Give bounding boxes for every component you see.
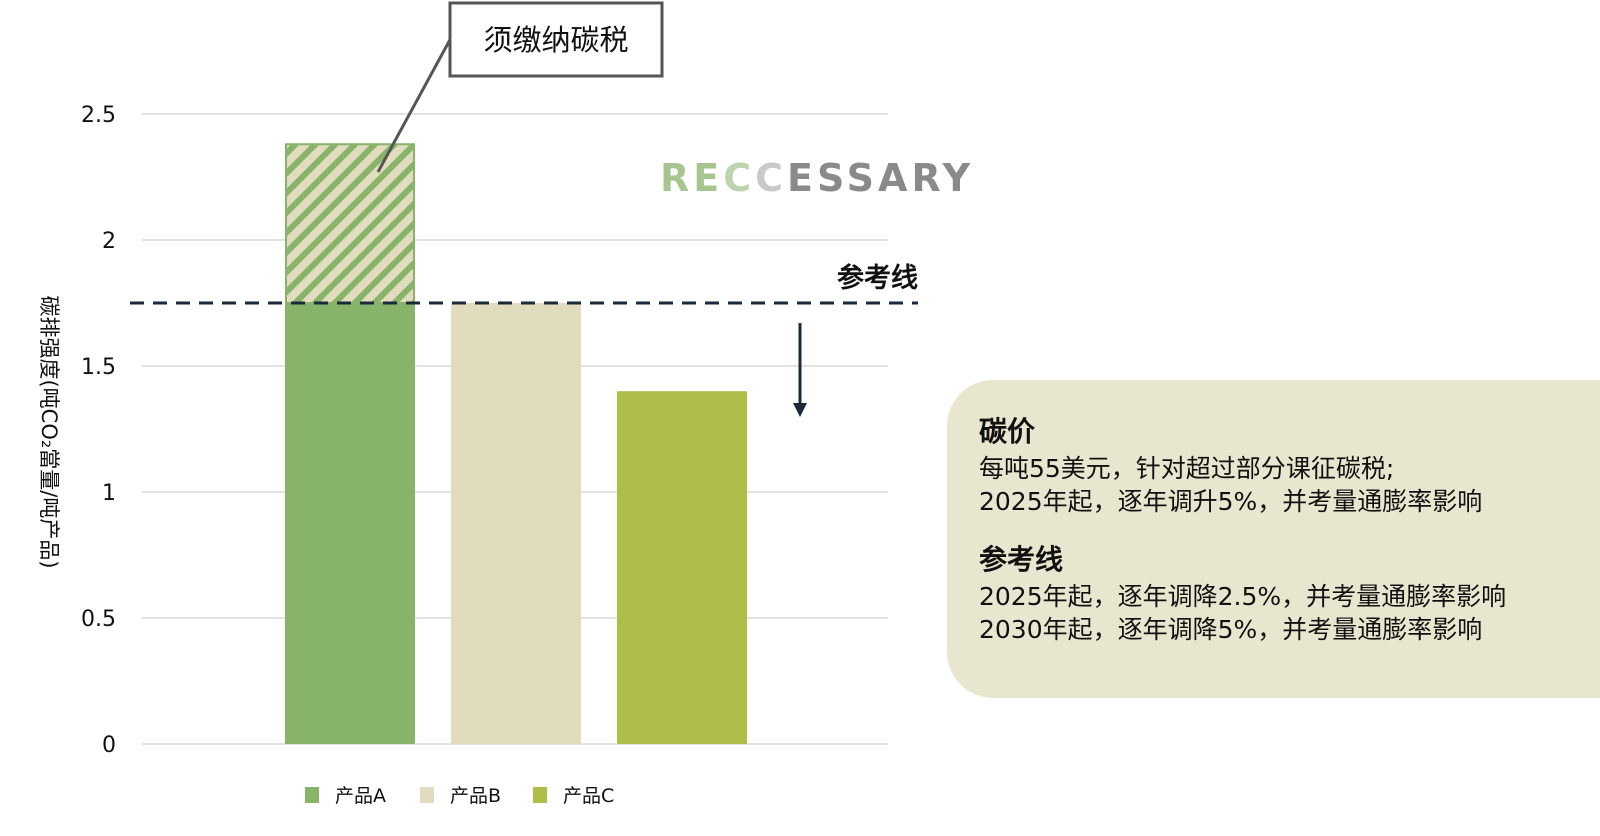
y-tick-label: 0.5 bbox=[81, 607, 116, 632]
info-section-title: 碳价 bbox=[979, 415, 1036, 448]
legend: 产品A 产品B 产品C bbox=[305, 785, 614, 807]
info-line: 2025年起，逐年调降2.5%，并考量通膨率影响 bbox=[979, 582, 1507, 611]
bar-3 bbox=[617, 391, 747, 744]
y-tick-label: 1.5 bbox=[81, 355, 116, 380]
legend-label: 产品B bbox=[450, 785, 501, 807]
callout-box bbox=[448, 1, 664, 78]
bar-excess-hatched bbox=[285, 143, 415, 304]
down-arrow-icon bbox=[793, 403, 807, 417]
callout-leader-line bbox=[376, 35, 454, 173]
info-panel: 碳价 每吨55美元，针对超过部分课征碳税; 2025年起，逐年调升5%，并考量通… bbox=[947, 380, 1600, 698]
info-section-reference-line: 参考线 2025年起，逐年调降2.5%，并考量通膨率影响 2030年起，逐年调降… bbox=[979, 540, 1580, 646]
bar-1 bbox=[285, 303, 415, 744]
tax-callout: 须缴纳碳税 bbox=[376, 1, 664, 173]
callout-text: 须缴纳碳税 bbox=[483, 23, 628, 57]
bars-layer bbox=[285, 143, 747, 744]
legend-swatch bbox=[305, 787, 319, 803]
info-section-carbon-price: 碳价 每吨55美元，针对超过部分课征碳税; 2025年起，逐年调升5%，并考量通… bbox=[979, 412, 1580, 518]
legend-swatch bbox=[420, 787, 434, 803]
y-tick-labels: 0 0.5 1 1.5 2 2.5 bbox=[81, 103, 116, 758]
y-tick-label: 2.5 bbox=[81, 103, 116, 128]
watermark-logo: RECCESSARY bbox=[660, 156, 974, 200]
legend-label: 产品C bbox=[563, 785, 614, 807]
info-section-title: 参考线 bbox=[979, 543, 1064, 576]
info-line: 2030年起，逐年调降5%，并考量通膨率影响 bbox=[979, 615, 1483, 644]
reference-line-label: 参考线 bbox=[837, 262, 918, 294]
info-line: 2025年起，逐年调升5%，并考量通膨率影响 bbox=[979, 487, 1483, 516]
legend-swatch bbox=[533, 787, 547, 803]
bar-2 bbox=[451, 303, 581, 744]
y-tick-label: 0 bbox=[102, 733, 116, 758]
y-tick-label: 2 bbox=[102, 229, 116, 254]
legend-label: 产品A bbox=[335, 785, 386, 807]
y-tick-label: 1 bbox=[102, 481, 116, 506]
info-line: 每吨55美元，针对超过部分课征碳税; bbox=[979, 454, 1395, 483]
reference-layer: 参考线 bbox=[130, 262, 918, 417]
y-axis-label: 碳排强度(吨CO₂當量/吨产品) bbox=[37, 295, 61, 568]
